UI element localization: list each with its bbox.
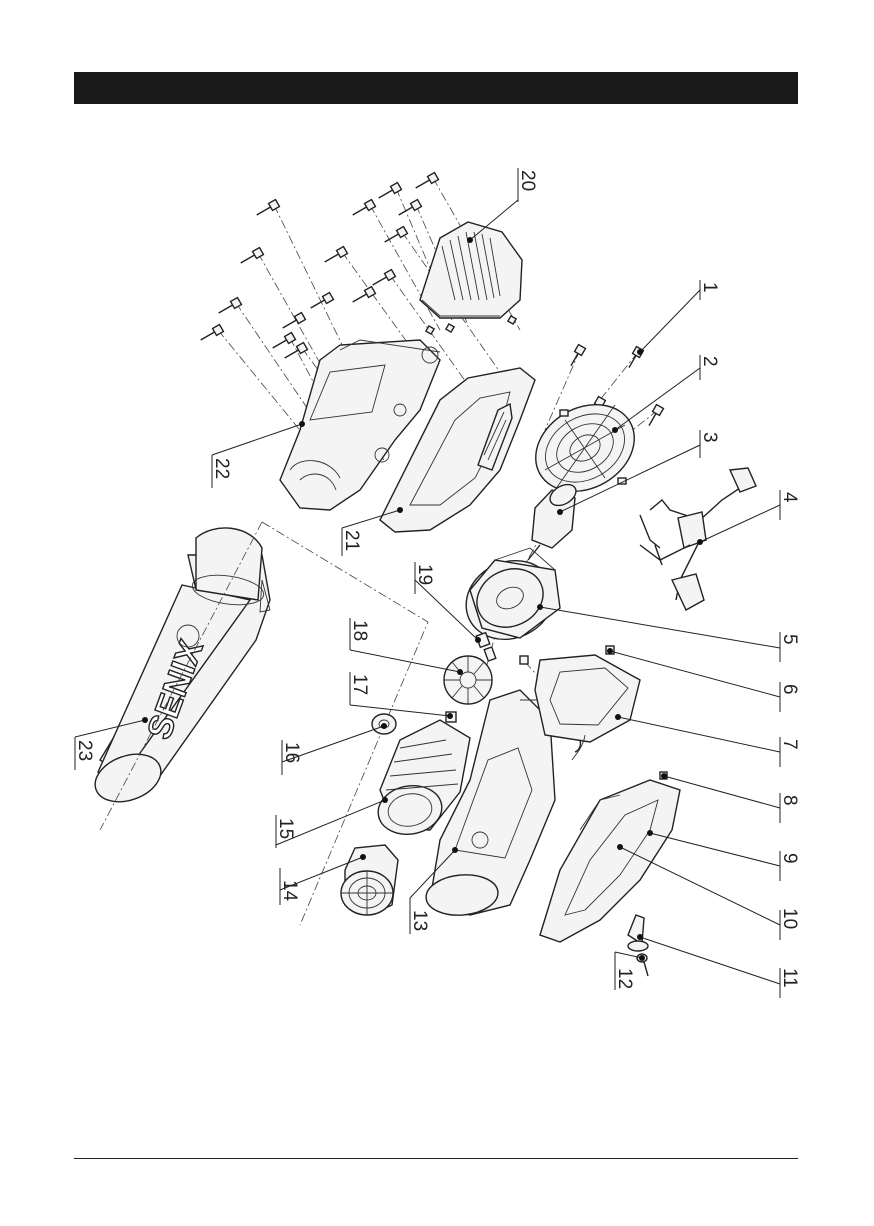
callout-3: 3 (699, 432, 720, 443)
part-11-knob (628, 915, 648, 951)
callout-5: 5 (779, 634, 800, 645)
callout-18: 18 (349, 620, 370, 641)
callout-1: 1 (699, 282, 720, 293)
callout-2: 2 (699, 356, 720, 367)
callout-16: 16 (281, 742, 302, 763)
part-4-switch-wiring (640, 468, 756, 610)
callout-21: 21 (341, 530, 362, 551)
part-9-10-handle-frame (540, 780, 680, 942)
callout-13: 13 (409, 910, 430, 931)
callout-22: 22 (211, 458, 232, 479)
part-14-filter-screen (341, 845, 398, 915)
footer-rule (74, 1158, 798, 1159)
callout-10: 10 (779, 908, 800, 929)
part-2-rear-grille (520, 387, 650, 508)
part-3-motor (528, 480, 580, 560)
callout-7: 7 (779, 739, 800, 750)
callout-4: 4 (779, 492, 800, 503)
part-5-fan-housing (453, 547, 567, 654)
callout-23: 23 (74, 740, 95, 761)
part-20-vent-cover (420, 222, 522, 318)
callout-11: 11 (779, 968, 800, 988)
callout-19: 19 (414, 564, 435, 585)
callout-20: 20 (517, 170, 538, 191)
callout-15: 15 (275, 818, 296, 839)
part-18-impeller (444, 656, 492, 704)
callout-8: 8 (779, 795, 800, 806)
callout-6: 6 (779, 684, 800, 695)
part-23-blower-tube: SENIX (89, 528, 270, 810)
callout-14: 14 (279, 880, 300, 902)
callout-12: 12 (614, 968, 635, 989)
callout-9: 9 (779, 853, 800, 864)
callout-17: 17 (349, 674, 370, 695)
